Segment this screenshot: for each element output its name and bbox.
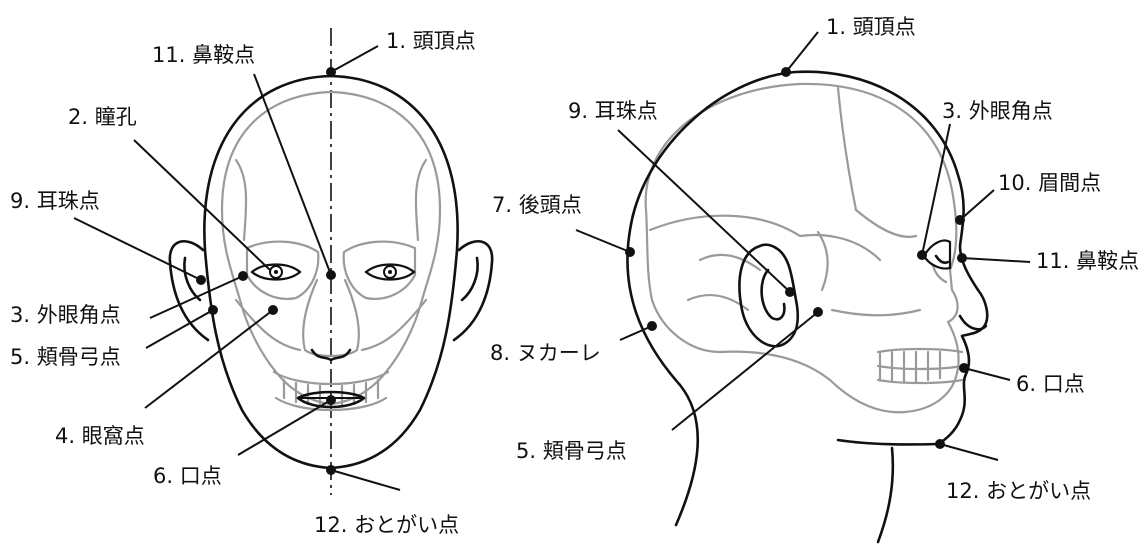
- side-label-exocanthion: 3. 外眼角点: [942, 99, 1053, 123]
- side-skull: [646, 84, 962, 412]
- front-view: 1. 頭頂点 11. 鼻鞍点 2. 瞳孔 9. 耳珠点 3. 外眼角点 5. 頬…: [10, 28, 492, 537]
- front-label-zygion: 5. 頬骨弓点: [10, 345, 121, 369]
- front-exocanthion-dot: [238, 271, 248, 281]
- side-zygion-dot: [813, 307, 823, 317]
- front-label-pupil: 2. 瞳孔: [68, 105, 137, 129]
- side-neck-front: [838, 440, 938, 445]
- front-label-vertex: 1. 頭頂点: [386, 29, 476, 53]
- side-head-outline: [627, 72, 987, 525]
- side-nasion-dot: [957, 253, 967, 263]
- side-label-glabella: 10. 眉間点: [998, 171, 1101, 195]
- front-left-ear: [170, 241, 208, 340]
- side-tragion-dot: [785, 287, 795, 297]
- side-stomion-dot: [959, 363, 969, 373]
- front-label-gnathion: 12. おとがい点: [314, 513, 459, 537]
- side-label-nasion: 11. 鼻鞍点: [1036, 249, 1139, 273]
- side-vertex-dot: [781, 67, 791, 77]
- side-neck-line: [878, 448, 893, 542]
- side-eye: [924, 241, 950, 269]
- front-tragion-dot: [196, 275, 206, 285]
- front-label-tragion: 9. 耳珠点: [10, 189, 100, 213]
- side-label-nuchale: 8. ヌカーレ: [490, 341, 601, 365]
- side-nostril: [960, 316, 986, 329]
- front-vertex-dot: [326, 67, 336, 77]
- front-zygion-dot: [208, 305, 218, 315]
- side-nuchale-dot: [647, 321, 657, 331]
- front-stomion-dot: [326, 395, 336, 405]
- front-label-exocanthion: 3. 外眼角点: [10, 303, 121, 327]
- side-gnathion-dot: [935, 439, 945, 449]
- front-gnathion-dot: [326, 465, 336, 475]
- side-label-opisthocranion: 7. 後頭点: [492, 193, 582, 217]
- side-opisthocranion-dot: [625, 247, 635, 257]
- side-glabella-dot: [955, 215, 965, 225]
- side-view: 1. 頭頂点 9. 耳珠点 3. 外眼角点 10. 眉間点 11. 鼻鞍点 7.…: [490, 15, 1139, 542]
- front-label-stomion: 6. 口点: [153, 464, 222, 488]
- front-nasion-dot: [326, 270, 336, 280]
- front-right-ear: [454, 241, 492, 340]
- front-orbitale-dot: [268, 305, 278, 315]
- front-label-nasion: 11. 鼻鞍点: [152, 43, 255, 67]
- side-exocanthion-dot: [917, 250, 927, 260]
- front-label-orbitale: 4. 眼窩点: [55, 424, 145, 448]
- side-label-tragion: 9. 耳珠点: [568, 99, 658, 123]
- side-label-gnathion: 12. おとがい点: [946, 479, 1091, 503]
- side-label-stomion: 6. 口点: [1016, 372, 1085, 396]
- side-label-vertex: 1. 頭頂点: [826, 15, 916, 39]
- side-label-zygion: 5. 頬骨弓点: [516, 439, 627, 463]
